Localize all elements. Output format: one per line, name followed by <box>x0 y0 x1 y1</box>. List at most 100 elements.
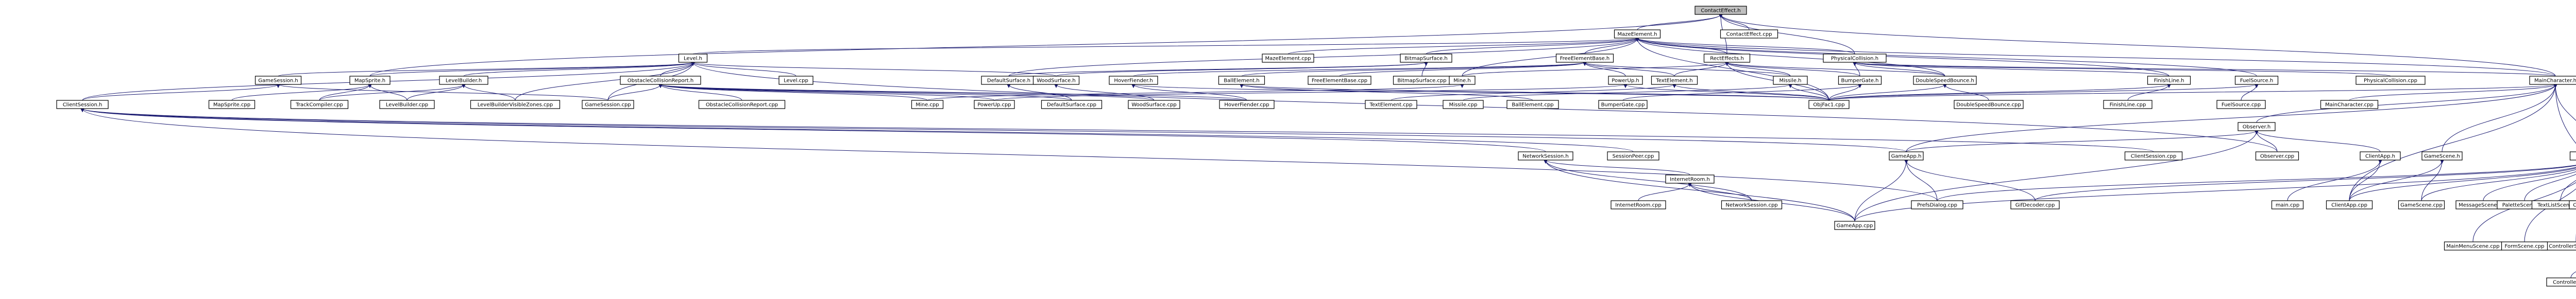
node-maincharacter-h[interactable]: MainCharacter.h <box>2529 76 2576 85</box>
node-gamesession-h[interactable]: GameSession.h <box>255 76 302 85</box>
node-gamescene-cpp[interactable]: GameScene.cpp <box>2398 200 2445 209</box>
node-gamesession-cpp[interactable]: GameSession.cpp <box>582 100 634 109</box>
node-controller-cpp[interactable]: Controller.cpp <box>2546 277 2576 287</box>
node-obstaclecollisionreport-h[interactable]: ObstacleCollisionReport.h <box>620 76 701 85</box>
node-doublespeedbounce-h[interactable]: DoubleSpeedBounce.h <box>1913 76 1977 85</box>
node-levelbuilder-h[interactable]: LevelBuilder.h <box>439 76 488 85</box>
node-bitmapsurface-h[interactable]: BitmapSurface.h <box>1400 54 1452 63</box>
node-sessionpeer-cpp[interactable]: SessionPeer.cpp <box>1607 151 1659 161</box>
node-mine-h[interactable]: Mine.h <box>1449 76 1476 85</box>
node-main-cpp[interactable]: main.cpp <box>2271 200 2304 209</box>
node-mapsprite-cpp[interactable]: MapSprite.cpp <box>208 100 256 109</box>
edge-102 <box>1904 160 2036 201</box>
node-defaultsurface-h[interactable]: DefaultSurface.h <box>981 76 1037 85</box>
node-gameapp-h[interactable]: GameApp.h <box>1889 151 1924 161</box>
node-box <box>1308 76 1371 85</box>
node-controller-h[interactable]: Controller.h <box>2569 151 2576 161</box>
edge-97 <box>80 108 1938 201</box>
node-internetroom-h[interactable]: InternetRoom.h <box>1665 174 1715 184</box>
node-hoverfiender-h[interactable]: HoverFiender.h <box>1109 76 1158 85</box>
node-textlistscene-cpp[interactable]: TextListScene.cpp <box>2531 200 2576 209</box>
node-bumpergate-h[interactable]: BumperGate.h <box>1838 76 1882 85</box>
node-freeelementbase-h[interactable]: FreeElementBase.h <box>1555 54 1614 63</box>
node-gameapp-cpp[interactable]: GameApp.cpp <box>1834 221 1875 230</box>
node-recteffects-h[interactable]: RectEffects.h <box>1703 54 1751 63</box>
edge-16 <box>1635 38 2257 77</box>
node-gamescene-h[interactable]: GameScene.h <box>2421 151 2463 161</box>
node-trackcompiler-cpp[interactable]: TrackCompiler.cpp <box>290 100 349 109</box>
node-fuelsource-h[interactable]: FuelSource.h <box>2234 76 2279 85</box>
node-level-h[interactable]: Level.h <box>678 54 708 63</box>
node-networksession-cpp[interactable]: NetworkSession.cpp <box>1721 200 1783 209</box>
node-observer-h[interactable]: Observer.h <box>2238 122 2276 131</box>
node-powerup-cpp[interactable]: PowerUp.cpp <box>974 100 1015 109</box>
node-internetroom-cpp[interactable]: InternetRoom.cpp <box>1611 200 1666 209</box>
node-physicalcollision-cpp[interactable]: PhysicalCollision.cpp <box>2355 76 2426 85</box>
node-mazeelement-cpp[interactable]: MazeElement.cpp <box>1262 54 1314 63</box>
node-bumpergate-cpp[interactable]: BumperGate.cpp <box>1598 100 1648 109</box>
node-gifdecoder-cpp[interactable]: GifDecoder.cpp <box>2010 200 2060 209</box>
edge-34 <box>1339 62 1587 77</box>
node-mapsprite-h[interactable]: MapSprite.h <box>349 76 391 85</box>
edge-39 <box>1725 62 1791 77</box>
node-label: MazeElement.h <box>1617 32 1657 38</box>
node-freeelementbase-cpp[interactable]: FreeElementBase.cpp <box>1308 76 1371 85</box>
edge-103 <box>1904 160 1938 201</box>
node-physicalcollision-h[interactable]: PhysicalCollision.h <box>1823 54 1887 63</box>
node-label: Missile.cpp <box>1449 102 1478 108</box>
node-contacteffect-cpp[interactable]: ContactEffect.cpp <box>1720 29 1778 39</box>
node-hoverfiender-cpp[interactable]: HoverFiender.cpp <box>1219 100 1275 109</box>
node-ballelement-cpp[interactable]: BallElement.cpp <box>1506 100 1559 109</box>
node-box <box>1665 174 1715 184</box>
node-obstaclecollisionreport-cpp[interactable]: ObstacleCollisionReport.cpp <box>698 100 786 109</box>
node-mazeelement-h[interactable]: MazeElement.h <box>1614 29 1661 39</box>
node-label: DoubleSpeedBounce.h <box>1916 78 1974 84</box>
node-observer-cpp[interactable]: Observer.cpp <box>2255 151 2299 161</box>
node-box <box>2546 277 2576 287</box>
node-clientsession-h[interactable]: ClientSession.h <box>56 100 109 109</box>
edge-54 <box>1906 84 2557 152</box>
node-bitmapsurface-cpp[interactable]: BitmapSurface.cpp <box>1393 76 1451 85</box>
edge-87 <box>1672 84 1829 101</box>
node-box <box>2531 200 2576 209</box>
node-clientapp-cpp[interactable]: ClientApp.cpp <box>2326 200 2373 209</box>
node-doublespeedbounce-cpp[interactable]: DoubleSpeedBounce.cpp <box>1954 100 2024 109</box>
node-levelbuildervisiblezones-cpp[interactable]: LevelBuilderVisibleZones.cpp <box>470 100 561 109</box>
node-box <box>1651 76 1698 85</box>
node-woodsurface-cpp[interactable]: WoodSurface.cpp <box>1128 100 1180 109</box>
node-box <box>582 100 634 109</box>
node-level-cpp[interactable]: Level.cpp <box>778 76 814 85</box>
node-mainmenuscene-cpp[interactable]: MainMenuScene.cpp <box>2444 241 2502 251</box>
edge-8 <box>1426 38 1639 55</box>
node-levelbuilder-cpp[interactable]: LevelBuilder.cpp <box>379 100 435 109</box>
node-woodsurface-h[interactable]: WoodSurface.h <box>1032 76 1080 85</box>
node-label: main.cpp <box>2276 203 2299 208</box>
node-objfac1-cpp[interactable]: ObjFac1.cpp <box>1808 100 1850 109</box>
node-box <box>2569 151 2576 161</box>
node-missile-cpp[interactable]: Missile.cpp <box>1443 100 1484 109</box>
node-maincharacter-cpp[interactable]: MainCharacter.cpp <box>2320 100 2379 109</box>
node-prefsdialog-cpp[interactable]: PrefsDialog.cpp <box>1911 200 1963 209</box>
node-powerup-h[interactable]: PowerUp.h <box>1608 76 1643 85</box>
node-label: TextListScene.cpp <box>2537 203 2576 208</box>
node-finishline-cpp[interactable]: FinishLine.cpp <box>2103 100 2153 109</box>
node-mine-cpp[interactable]: Mine.cpp <box>911 100 944 109</box>
node-box <box>1954 100 2024 109</box>
node-fuelsource-cpp[interactable]: FuelSource.cpp <box>2216 100 2266 109</box>
node-contacteffect-h[interactable]: ContactEffect.h <box>1694 6 1747 15</box>
node-textelement-h[interactable]: TextElement.h <box>1651 76 1698 85</box>
node-missile-h[interactable]: Missile.h <box>1773 76 1808 85</box>
node-clientapp-h[interactable]: ClientApp.h <box>2360 151 2401 161</box>
node-label: HoverFiender.cpp <box>1224 102 1269 108</box>
edge-112 <box>1638 183 1692 201</box>
node-label: PhysicalCollision.cpp <box>2364 78 2417 84</box>
node-consolescene-cpp[interactable]: ConsoleScene.cpp <box>2569 200 2576 209</box>
node-ballelement-h[interactable]: BallElement.h <box>1218 76 1265 85</box>
node-box <box>620 76 701 85</box>
node-finishline-h[interactable]: FinishLine.h <box>2147 76 2191 85</box>
node-defaultsurface-cpp[interactable]: DefaultSurface.cpp <box>1041 100 1103 109</box>
node-textelement-cpp[interactable]: TextElement.cpp <box>1365 100 1417 109</box>
node-networksession-h[interactable]: NetworkSession.h <box>1518 151 1573 161</box>
node-clientsession-cpp[interactable]: ClientSession.cpp <box>2124 151 2183 161</box>
node-formscene-cpp[interactable]: FormScene.cpp <box>2501 241 2548 251</box>
